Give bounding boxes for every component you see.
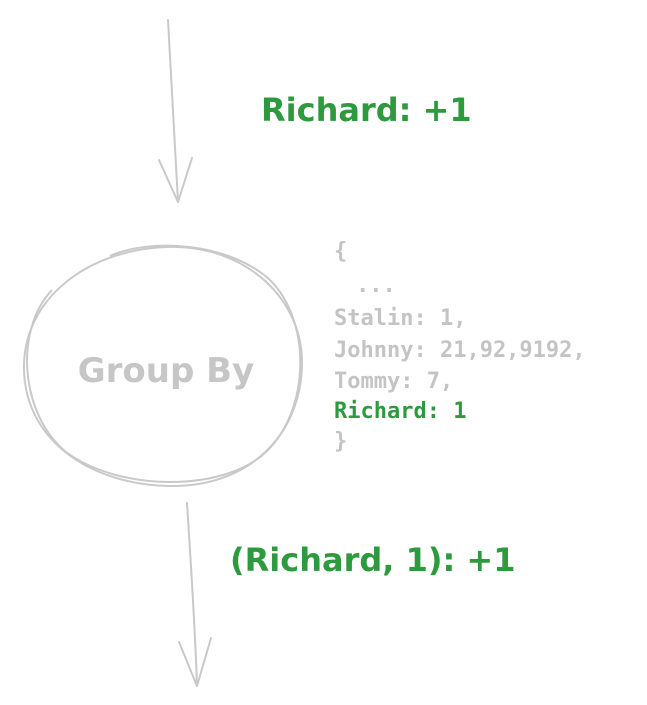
output-arrow [178, 502, 212, 687]
state-dictionary: { ... Stalin: 1, Johnny: 21,92,9192, Tom… [334, 239, 586, 454]
input-arrow [158, 19, 193, 203]
state-ellipsis: ... [356, 273, 396, 298]
group-by-node-label: Group By [78, 351, 255, 391]
state-close-brace: } [334, 429, 347, 454]
output-delta-label: (Richard, 1): +1 [230, 541, 515, 579]
state-entry-tommy: Tommy: 7, [334, 369, 453, 394]
group-by-node [22, 244, 304, 488]
state-entry-johnny: Johnny: 21,92,9192, [334, 338, 586, 363]
state-entry-stalin: Stalin: 1, [334, 306, 466, 331]
state-open-brace: { [334, 239, 347, 264]
state-entry-richard: Richard: 1 [334, 399, 466, 424]
input-delta-label: Richard: +1 [261, 91, 472, 129]
